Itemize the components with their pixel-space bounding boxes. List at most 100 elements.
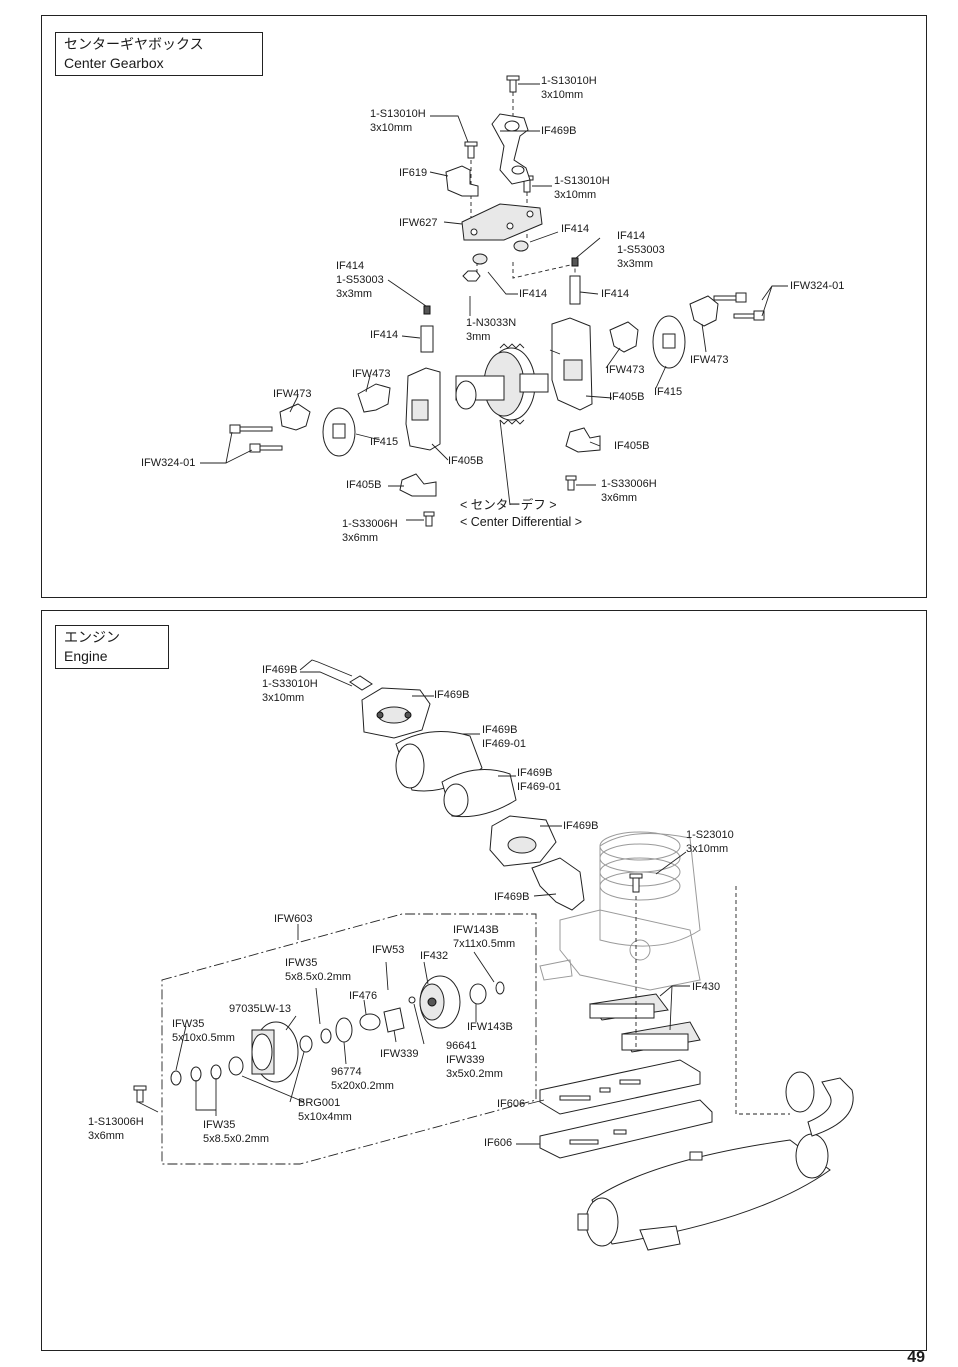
engine-part-label: IFW603 (274, 913, 313, 925)
gearbox-part-label: 1-S53003 (617, 244, 665, 256)
washer-icon (408, 996, 416, 1004)
screw-icon (629, 873, 643, 893)
center-diff-label-ja: < センターデフ > (460, 497, 557, 512)
gearbox-part-label: 3mm (466, 331, 490, 343)
gearbox-part-label: 1-S33006H (601, 478, 657, 490)
gearbox-part-label: 3x10mm (370, 122, 412, 134)
clip-icon (445, 165, 479, 197)
engine-part-label: IF469-01 (482, 738, 526, 750)
title-en: Engine (64, 648, 108, 664)
washer-icon (320, 1028, 332, 1044)
bearing-icon (469, 983, 487, 1005)
brake-pad-icon (609, 321, 639, 353)
gearbox-part-label: 1-S53003 (336, 274, 384, 286)
engine-part-label: 5x8.5x0.2mm (285, 971, 351, 983)
shaft-icon (569, 275, 581, 305)
gearbox-part-label: IF414 (601, 288, 629, 300)
gearbox-part-label: 3x3mm (617, 258, 653, 270)
gearbox-part-label: 3x3mm (336, 288, 372, 300)
washer-icon (210, 1064, 222, 1080)
plate-icon (461, 203, 543, 241)
engine-part-label: IF430 (692, 981, 720, 993)
engine-part-label: IF469B (517, 767, 552, 779)
gearbox-part-label: 3x10mm (554, 189, 596, 201)
gearbox-labels: 1-S13010H3x10mmIF469B1-S13010H3x10mmIF61… (141, 75, 844, 544)
washer-icon (170, 1070, 182, 1086)
gearbox-part-label: IF405B (346, 479, 381, 491)
engine-part-label: IFW35 (172, 1018, 204, 1030)
gearbox-part-label: IF469B (541, 125, 576, 137)
engine-part-label: 3x10mm (262, 692, 304, 704)
screw-icon (133, 1085, 147, 1103)
gearbox-part-label: IFW627 (399, 217, 438, 229)
set-screw-icon (571, 257, 579, 267)
gearbox-part-label: IF414 (519, 288, 547, 300)
washer-icon (190, 1066, 202, 1082)
engine-part-label: 3x6mm (88, 1130, 124, 1142)
engine-part-label: 96641 (446, 1040, 477, 1052)
gearbox-part-label: IF414 (561, 223, 589, 235)
center-differential-icon (455, 343, 549, 425)
brake-pad-icon (689, 295, 719, 327)
screw-icon (565, 475, 577, 491)
engine-part-label: 3x5x0.2mm (446, 1068, 503, 1080)
gearbox-part-label: IF405B (448, 455, 483, 467)
gearbox-part-label: IFW473 (273, 388, 312, 400)
gearbox-part-label: IFW473 (606, 364, 645, 376)
gearbox-part-label: 1-S13010H (554, 175, 610, 187)
brake-pad-icon (279, 403, 311, 431)
gearbox-part-label: 3x6mm (601, 492, 637, 504)
bearing-icon (472, 253, 488, 265)
center-diff-label-en: < Center Differential > (460, 515, 582, 529)
engine-part-label: IF469-01 (517, 781, 561, 793)
washer-icon (335, 1017, 353, 1043)
gearbox-part-label: IF414 (617, 230, 645, 242)
engine-part-label: IF469B (563, 820, 598, 832)
engine-part-label: IFW35 (285, 957, 317, 969)
engine-part-label: 97035LW-13 (229, 1003, 291, 1015)
engine-part-label: 1-S13006H (88, 1116, 144, 1128)
gearbox-part-label: IFW473 (690, 354, 729, 366)
clamp-icon (565, 427, 601, 453)
engine-part-label: 5x20x0.2mm (331, 1080, 394, 1092)
gearbox-part-label: 3x10mm (541, 89, 583, 101)
bolt-icon (249, 443, 283, 453)
engine-part-label: IFW339 (446, 1054, 485, 1066)
gearbox-part-label: IF405B (614, 440, 649, 452)
engine-part-label: IF432 (420, 950, 448, 962)
engine-part-label: IF469B (494, 891, 529, 903)
bolt-icon (733, 310, 765, 321)
intake-boot-icon (531, 857, 585, 911)
engine-part-label: IF476 (349, 990, 377, 1002)
gearbox-part-label: 3x6mm (342, 532, 378, 544)
engine-part-label: IFW53 (372, 944, 404, 956)
bearing-icon (299, 1035, 313, 1053)
gearbox-part-label: IF619 (399, 167, 427, 179)
engine-part-label: IF606 (484, 1137, 512, 1149)
gearbox-part-label: IF415 (370, 436, 398, 448)
engine-part-label: BRG001 (298, 1097, 340, 1109)
gearbox-part-label: IFW324-01 (141, 457, 195, 469)
clutch-bell-icon (251, 1021, 299, 1083)
gearbox-part-label: IF405B (609, 391, 644, 403)
engine-icon (539, 831, 701, 991)
page-number: 49 (907, 1349, 925, 1366)
clutch-shoe-icon (383, 1007, 405, 1033)
engine-part-label: IF469B (482, 724, 517, 736)
engine-part-label: 5x8.5x0.2mm (203, 1133, 269, 1145)
nut-icon (462, 270, 481, 282)
engine-title: エンジン Engine (55, 625, 169, 669)
engine-part-label: IF606 (497, 1098, 525, 1110)
gearbox-part-label: IFW473 (352, 368, 391, 380)
bearing-icon (228, 1056, 244, 1076)
gearbox-part-label: 1-S13010H (370, 108, 426, 120)
title-en: Center Gearbox (64, 55, 164, 71)
screw-icon (423, 511, 435, 527)
engine-panel (41, 610, 927, 1351)
gearbox-part-label: 1-S33006H (342, 518, 398, 530)
screw-icon (506, 75, 520, 93)
gearbox-part-label: IF414 (370, 329, 398, 341)
gearbox-part-label: 1-N3033N (466, 317, 516, 329)
